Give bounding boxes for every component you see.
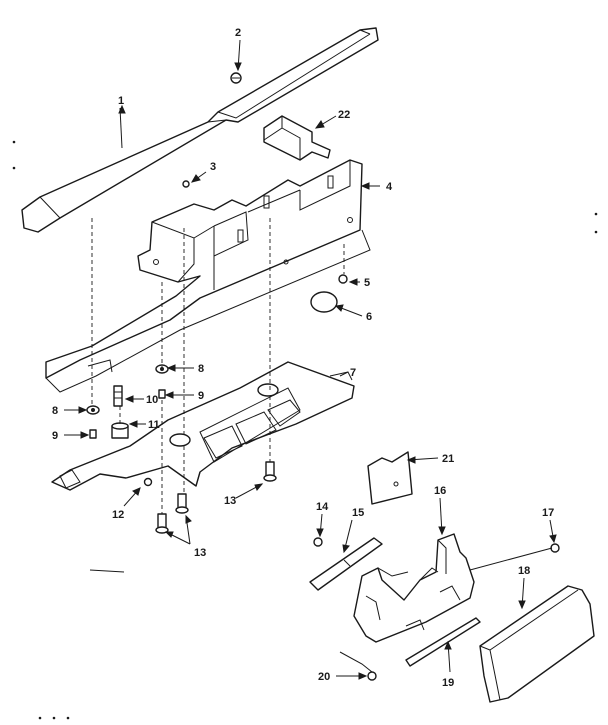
part-9-screw-center: [158, 389, 166, 399]
part-14-screw: [313, 537, 323, 547]
callout-13-lower: 13: [194, 547, 206, 559]
callout-arrowheads: [78, 62, 557, 680]
callout-13-right: 13: [224, 495, 236, 507]
part-13-screw-lower-b: [155, 513, 169, 534]
part-20-screw: [367, 671, 377, 681]
stray-marks: [12, 140, 598, 720]
part-13-screw-lower-a: [175, 493, 189, 514]
part-11-spacer: [111, 422, 129, 439]
part-22-clip: [263, 115, 331, 161]
callout-4: 4: [386, 181, 393, 193]
part-1-top-cover: [21, 27, 379, 233]
part-2-screw: [230, 72, 242, 84]
callout-21: 21: [442, 453, 454, 465]
part-5-screw: [338, 274, 348, 284]
callout-16: 16: [434, 485, 446, 497]
part-13-screw-right: [263, 461, 277, 482]
callout-8-center: 8: [198, 363, 204, 375]
callout-7: 7: [350, 367, 356, 379]
part-7-bottom-plate: [51, 361, 355, 491]
callout-6: 6: [366, 311, 372, 323]
callout-labels: 2 1 22 3 4 5 6 7 8 9 8 9 10 11 12 13 13 …: [52, 27, 554, 689]
part-9-screw-left: [89, 429, 97, 439]
part-18-end-cover: [479, 585, 595, 703]
callout-2: 2: [235, 27, 241, 39]
callout-19: 19: [442, 677, 454, 689]
callout-12: 12: [112, 509, 124, 521]
callout-14: 14: [316, 501, 329, 513]
part-8-washer-left: [86, 405, 100, 415]
callout-8-left: 8: [52, 405, 58, 417]
callout-11: 11: [148, 419, 160, 431]
callout-20: 20: [318, 671, 330, 683]
callout-22: 22: [338, 109, 350, 121]
part-8-washer-center: [155, 364, 169, 374]
part-6-pad: [310, 291, 338, 313]
callout-15: 15: [352, 507, 364, 519]
assembly-lines: [89, 547, 553, 673]
part-4-main-frame: [45, 159, 371, 393]
part-10-bolt: [113, 385, 123, 407]
callout-9-left: 9: [52, 430, 58, 442]
callout-1: 1: [118, 95, 124, 107]
callout-17: 17: [542, 507, 554, 519]
alignment-lines: [91, 218, 345, 514]
callout-18: 18: [518, 565, 530, 577]
part-17-screw: [550, 543, 560, 553]
part-15-rod: [309, 537, 383, 591]
part-12-screw: [143, 477, 153, 487]
callout-9-center: 9: [198, 390, 204, 402]
callout-10: 10: [146, 394, 158, 406]
part-3-screw: [182, 180, 190, 188]
callout-3: 3: [210, 161, 216, 173]
part-19-rod: [405, 617, 481, 667]
callout-5: 5: [364, 277, 370, 289]
part-21-bracket: [367, 451, 413, 505]
part-16-bracket: [353, 533, 475, 643]
